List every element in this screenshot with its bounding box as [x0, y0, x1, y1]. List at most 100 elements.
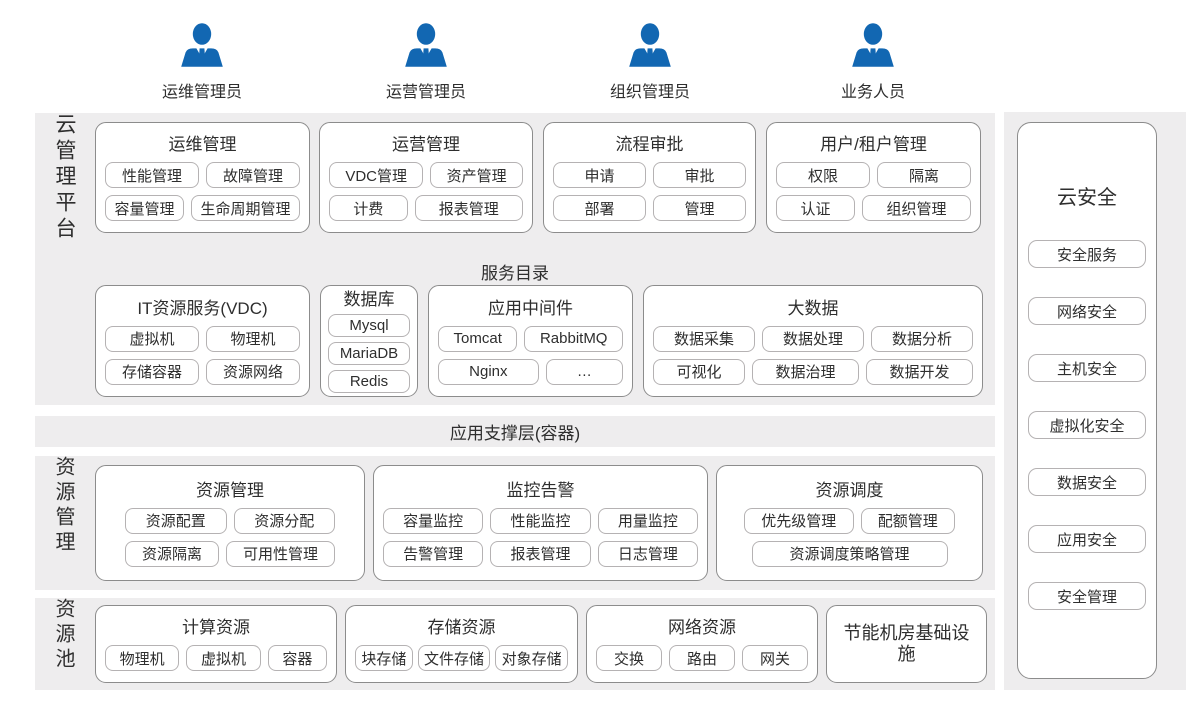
group-title: 资源管理 [196, 480, 264, 500]
chip: 交换 [596, 645, 662, 671]
persona-biz-admin: 运营管理员 [356, 22, 496, 102]
chip: 块存储 [355, 645, 413, 671]
chip: 应用安全 [1028, 525, 1146, 553]
chip: 资源分配 [233, 507, 335, 534]
cloud-security-box: 云安全 安全服务 网络安全 主机安全 虚拟化安全 数据安全 应用安全 安全管理 [1017, 122, 1157, 679]
chip: 报表管理 [490, 540, 591, 567]
service-catalog-title: 服务目录 [481, 264, 549, 283]
chip: 管理 [653, 195, 746, 221]
persona-label: 业务人员 [840, 84, 905, 101]
person-icon [405, 23, 447, 67]
chip: 安全服务 [1028, 240, 1146, 268]
chip: 数据采集 [653, 325, 755, 352]
group-monitoring-alerts: 监控告警 容量监控 性能监控 用量监控 告警管理 报表管理 日志管理 [373, 465, 708, 581]
chip: 用量监控 [597, 507, 698, 534]
persona-label: 运营管理员 [385, 84, 466, 101]
person-icon [629, 23, 671, 67]
chip: 数据处理 [762, 325, 864, 352]
chip: 主机安全 [1028, 354, 1146, 382]
chip: Mysql [328, 314, 410, 337]
chip: 计费 [329, 195, 408, 221]
group-database: 数据库 Mysql MariaDB Redis [320, 285, 418, 397]
group-app-middleware: 应用中间件 Tomcat RabbitMQ Nginx … [428, 285, 633, 397]
person-icon [852, 23, 894, 67]
persona-org-admin: 组织管理员 [580, 22, 720, 102]
group-it-resource-service: IT资源服务(VDC) 虚拟机 物理机 存储容器 资源网络 [95, 285, 310, 397]
panel-resource-pool: 资源池 计算资源 物理机 虚拟机 容器 存储资源 块存储 文件存储 对象存储 网… [35, 598, 995, 690]
chip: 日志管理 [597, 540, 698, 567]
cloud-security-items: 安全服务 网络安全 主机安全 虚拟化安全 数据安全 应用安全 安全管理 [1028, 240, 1146, 610]
chip: 容量管理 [105, 195, 184, 221]
group-user-tenant-mgmt: 用户/租户管理 权限 隔离 认证 组织管理 [766, 122, 981, 233]
chip: 部署 [553, 195, 646, 221]
group-title: 运维管理 [168, 135, 237, 154]
panel-side-label: 资源管理 [52, 456, 74, 556]
chip: 可用性管理 [226, 540, 335, 567]
group-title: 运营管理 [392, 135, 460, 154]
chip: Redis [328, 370, 410, 393]
group-resource-scheduling: 资源调度 优先级管理 配额管理 资源调度策略管理 [716, 465, 983, 581]
chip: 存储容器 [105, 358, 199, 385]
chip: 权限 [776, 162, 870, 188]
group-resource-mgmt: 资源管理 资源配置 资源分配 资源隔离 可用性管理 [95, 465, 365, 581]
chip: 可视化 [653, 358, 745, 385]
chip: 数据分析 [871, 325, 973, 352]
persona-label: 运维管理员 [161, 84, 242, 101]
chip: 容器 [267, 645, 327, 671]
panel-side-label: 资源池 [52, 598, 74, 673]
group-compute-resources: 计算资源 物理机 虚拟机 容器 [95, 605, 337, 683]
group-title: 存储资源 [427, 618, 496, 637]
chip: RabbitMQ [524, 325, 624, 352]
chip: 隔离 [877, 162, 971, 188]
group-title: 计算资源 [182, 618, 250, 637]
chip: 性能监控 [490, 507, 591, 534]
chip: VDC管理 [329, 162, 424, 188]
persona-ops-admin: 运维管理员 [132, 22, 272, 102]
chip: 资源配置 [125, 507, 227, 534]
chip: 安全管理 [1028, 582, 1146, 610]
chip: MariaDB [328, 342, 410, 365]
chip: 虚拟机 [186, 645, 261, 671]
chip: 虚拟化安全 [1028, 411, 1146, 439]
chip: 性能管理 [105, 162, 199, 188]
chip: Nginx [438, 358, 539, 385]
group-storage-resources: 存储资源 块存储 文件存储 对象存储 [345, 605, 578, 683]
panel-cloud-platform: 云管理平台 运维管理 性能管理 故障管理 容量管理 生命周期管理 运营管理 VD… [35, 113, 995, 405]
chip: 资源隔离 [125, 540, 219, 567]
chip: 配额管理 [860, 507, 955, 534]
group-ops-mgmt: 运维管理 性能管理 故障管理 容量管理 生命周期管理 [95, 122, 310, 233]
group-title: 监控告警 [506, 480, 575, 500]
chip: 告警管理 [383, 540, 484, 567]
chip: 审批 [653, 162, 746, 188]
chip: 网关 [742, 645, 808, 671]
group-title: 流程审批 [615, 135, 684, 154]
chip: 数据安全 [1028, 468, 1146, 496]
chip: 物理机 [105, 645, 180, 671]
group-network-resources: 网络资源 交换 路由 网关 [586, 605, 818, 683]
panel-cloud-security: 云安全 安全服务 网络安全 主机安全 虚拟化安全 数据安全 应用安全 安全管理 [1004, 112, 1186, 690]
panel-side-label: 云管理平台 [53, 113, 76, 243]
chip: 数据开发 [866, 358, 973, 385]
group-green-datacenter: 节能机房基础设施 [826, 605, 987, 683]
group-title: 资源调度 [815, 480, 884, 500]
cloud-security-title: 云安全 [1057, 187, 1117, 209]
group-big-data: 大数据 数据采集 数据处理 数据分析 可视化 数据治理 数据开发 [643, 285, 983, 397]
group-title: 应用中间件 [488, 298, 573, 318]
chip: 资源调度策略管理 [751, 540, 948, 567]
app-support-layer-band: 应用支撑层(容器) [35, 416, 995, 447]
chip: 生命周期管理 [191, 195, 300, 221]
chip: 虚拟机 [105, 325, 199, 352]
chip: 认证 [776, 195, 855, 221]
chip: 文件存储 [417, 645, 491, 671]
chip: 资产管理 [430, 162, 523, 188]
chip: 容量监控 [383, 507, 484, 534]
group-title: IT资源服务(VDC) [137, 298, 268, 318]
chip: … [545, 358, 624, 385]
persona-business-user: 业务人员 [803, 22, 943, 102]
chip: 物理机 [206, 325, 300, 352]
chip: 数据治理 [752, 358, 859, 385]
chip: 组织管理 [862, 195, 971, 221]
group-title: 用户/租户管理 [820, 135, 927, 154]
group-title: 数据库 [343, 290, 395, 309]
